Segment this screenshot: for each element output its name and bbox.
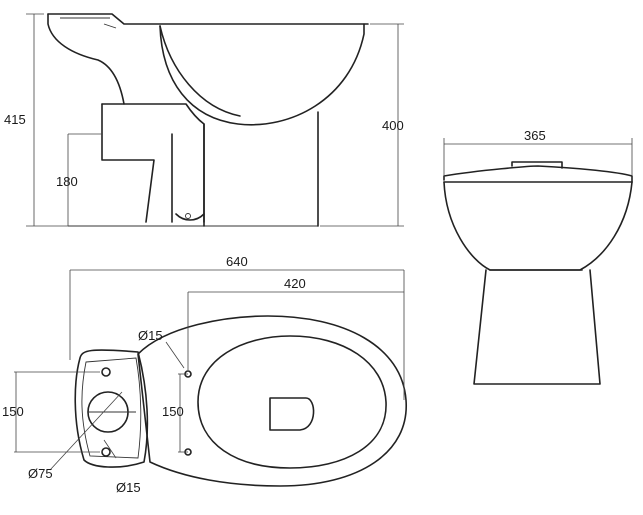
cistern-hole-diameter-label: Ø15 — [116, 480, 141, 495]
pan-length-label: 420 — [284, 276, 306, 291]
fixing-hole-spacing-label: 150 — [162, 404, 184, 419]
fixing-hole-diameter-label: Ø15 — [138, 328, 163, 343]
outlet-diameter-label: Ø75 — [28, 466, 53, 481]
front-view — [443, 138, 633, 385]
plan-view — [14, 269, 407, 487]
overall-length-label: 640 — [226, 254, 248, 269]
side-view — [26, 13, 404, 227]
outlet-height-label: 180 — [56, 174, 78, 189]
front-width-label: 365 — [524, 128, 546, 143]
cistern-bolt-spacing-label: 150 — [2, 404, 24, 419]
bowl-height-label: 400 — [382, 118, 404, 133]
overall-height-label: 415 — [4, 112, 26, 127]
